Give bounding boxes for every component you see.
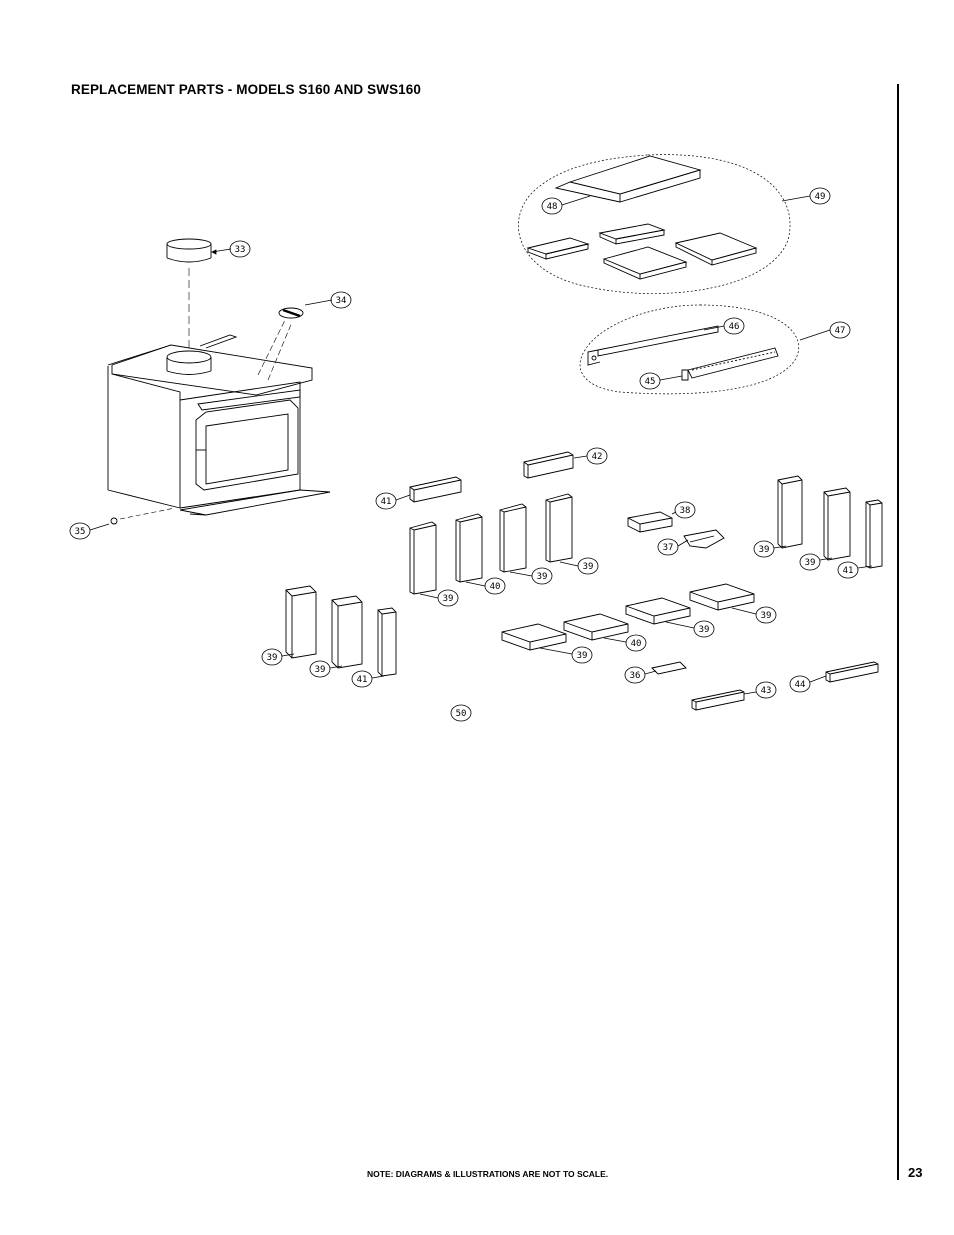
callout-39-h: 39: [577, 651, 588, 661]
callout-47: 47: [835, 326, 846, 336]
callout-41-right: 41: [843, 566, 854, 576]
callout-36: 36: [630, 671, 641, 681]
callout-35: 35: [75, 527, 86, 537]
callout-39-a: 39: [443, 594, 454, 604]
callout-39-c: 39: [583, 562, 594, 572]
callout-41-left: 41: [381, 497, 392, 507]
stove-body: [107, 238, 331, 525]
callout-39-e: 39: [805, 558, 816, 568]
callout-49: 49: [815, 192, 826, 202]
callout-39-j: 39: [761, 611, 772, 621]
callout-37: 37: [663, 543, 674, 553]
callout-39-d: 39: [759, 545, 770, 555]
tube-group: [579, 304, 800, 395]
callout-48: 48: [547, 202, 558, 212]
page-title: REPLACEMENT PARTS - MODELS S160 AND SWS1…: [71, 82, 422, 97]
callout-39-i: 39: [699, 625, 710, 635]
callout-41-bottom: 41: [357, 675, 368, 685]
callout-42: 42: [592, 452, 603, 462]
callout-44: 44: [795, 680, 806, 690]
callout-39-f: 39: [267, 653, 278, 663]
callout-39-b: 39: [537, 572, 548, 582]
callouts: 33 34 35 49 48 47 46 45 42 41: [69, 187, 873, 722]
callout-33: 33: [235, 245, 246, 255]
callout-50: 50: [456, 709, 467, 719]
callout-40-b: 40: [631, 639, 642, 649]
footer-note: NOTE: DIAGRAMS & ILLUSTRATIONS ARE NOT T…: [367, 1169, 609, 1179]
page-number: 23: [908, 1165, 923, 1180]
firebricks: [285, 451, 883, 711]
callout-38: 38: [680, 506, 691, 516]
callout-45: 45: [645, 377, 656, 387]
callout-34: 34: [336, 296, 347, 306]
callout-43: 43: [761, 686, 772, 696]
margin-rule: [897, 84, 899, 1180]
callout-46: 46: [729, 322, 740, 332]
callout-39-g: 39: [315, 665, 326, 675]
baffle-group: [518, 154, 791, 294]
callout-40-a: 40: [490, 582, 501, 592]
